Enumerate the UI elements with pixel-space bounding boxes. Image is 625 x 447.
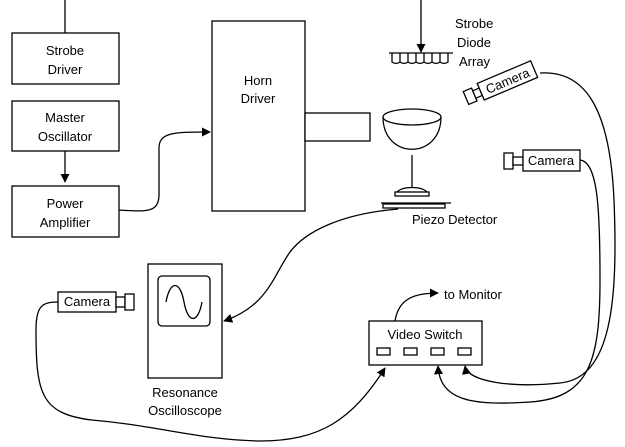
horn-driver-label-2: Driver — [241, 91, 276, 106]
piezo-to-oscilloscope-arrow — [223, 208, 399, 323]
camera-middle-right: Camera — [503, 149, 581, 172]
strobe-driver-block: Strobe Driver — [11, 0, 120, 85]
middle-camera-cable — [433, 159, 601, 404]
left-camera-cable — [35, 301, 386, 442]
video-switch: Video Switch — [368, 320, 483, 366]
piezo-detector: Piezo Detector — [381, 202, 498, 227]
master-oscillator-label-2: Oscillator — [38, 129, 93, 144]
amplifier-to-horn-arrow — [118, 127, 211, 212]
video-switch-port-2 — [403, 347, 418, 356]
camera-left: Camera — [57, 291, 135, 313]
power-amplifier-label-1: Power — [47, 196, 85, 211]
strobe-driver-label-2: Driver — [48, 62, 83, 77]
horn-driver-block: Horn Driver — [211, 20, 371, 212]
oscilloscope-label-1: Resonance — [152, 385, 218, 400]
piezo-detector-label: Piezo Detector — [412, 212, 498, 227]
resonance-oscilloscope: Resonance Oscilloscope — [147, 263, 223, 418]
sine-wave-icon — [165, 284, 203, 320]
strobe-diode-array: Strobe Diode Array — [389, 0, 493, 69]
oscilloscope-label-2: Oscilloscope — [148, 403, 222, 418]
master-oscillator-label-1: Master — [45, 110, 85, 125]
strobe-diode-label-2: Diode — [457, 35, 491, 50]
video-switch-port-1 — [376, 347, 391, 356]
top-camera-cable — [462, 72, 616, 386]
video-switch-port-3 — [430, 347, 445, 356]
video-switch-port-4 — [457, 347, 472, 356]
video-switch-label: Video Switch — [388, 327, 463, 342]
wine-glass-icon — [382, 108, 442, 197]
master-oscillator-block: Master Oscillator — [11, 100, 120, 152]
camera-top-right-label: Camera — [483, 65, 532, 97]
diode-array-icon — [391, 53, 449, 65]
strobe-diode-label-1: Strobe — [455, 16, 493, 31]
horn-driver-label-1: Horn — [244, 73, 272, 88]
horn-transducer — [304, 112, 371, 142]
strobe-diode-label-3: Array — [459, 54, 491, 69]
strobe-driver-label-1: Strobe — [46, 43, 84, 58]
power-amplifier-block: Power Amplifier — [11, 185, 120, 238]
to-monitor-label: to Monitor — [444, 287, 502, 302]
camera-middle-right-label: Camera — [528, 153, 575, 168]
power-amplifier-label-2: Amplifier — [40, 215, 91, 230]
camera-left-label: Camera — [64, 294, 111, 309]
switch-to-monitor-arrow — [394, 288, 439, 322]
